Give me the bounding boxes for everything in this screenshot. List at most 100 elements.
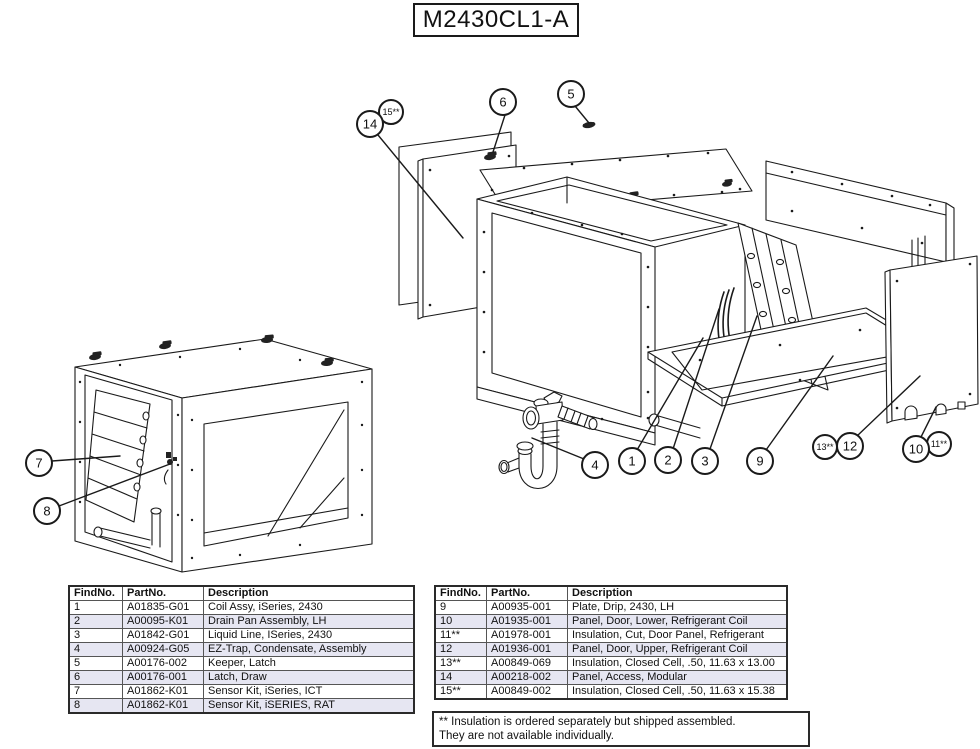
part-cell: A01935-001 (486, 614, 568, 629)
part-cell: A01862-K01 (122, 684, 204, 699)
part-cell: A00218-002 (486, 670, 568, 685)
column-header: Description (203, 585, 415, 601)
callout-label: 7 (35, 456, 42, 471)
part-cell: 12 (434, 642, 487, 657)
part-cell: 8 (68, 698, 123, 714)
part-cell: Plate, Drip, 2430, LH (567, 600, 788, 615)
part-cell: 7 (68, 684, 123, 699)
part-cell: 15** (434, 684, 487, 700)
part-cell: A00176-002 (122, 656, 204, 671)
table-header-row: FindNo.PartNo.Description (434, 585, 788, 601)
insulation-note-line1: ** Insulation is ordered separately but … (439, 716, 736, 728)
part-cell: Sensor Kit, iSERIES, RAT (203, 698, 415, 714)
drawing-number-box: M2430CL1-A (413, 3, 579, 37)
callout-label: 2 (664, 453, 671, 468)
part-cell: A00849-069 (486, 656, 568, 671)
part-cell: Panel, Access, Modular (567, 670, 788, 685)
callout-label: 10 (909, 442, 923, 457)
assembled-unit-drawing (74, 334, 373, 573)
part-cell: A00924-G05 (122, 642, 204, 657)
callout-label: 13** (816, 442, 834, 452)
part-cell: Panel, Door, Lower, Refrigerant Coil (567, 614, 788, 629)
part-cell: Sensor Kit, iSeries, ICT (203, 684, 415, 699)
callout-3: 3 (691, 447, 719, 475)
part-cell: Drain Pan Assembly, LH (203, 614, 415, 629)
part-cell: A01862-K01 (122, 698, 204, 714)
callout-14: 14 (356, 110, 384, 138)
callout-5: 5 (557, 80, 585, 108)
callout-label: 4 (591, 458, 598, 473)
callout-8: 8 (33, 497, 61, 525)
callout-label: 11** (931, 439, 948, 449)
part-cell: 1 (68, 600, 123, 615)
part-cell: Liquid Line, ISeries, 2430 (203, 628, 415, 643)
part-cell: Coil Assy, iSeries, 2430 (203, 600, 415, 615)
part-cell: Insulation, Closed Cell, .50, 11.63 x 13… (567, 656, 788, 671)
part-cell: A01835-G01 (122, 600, 204, 615)
part-cell: A00849-002 (486, 684, 568, 700)
insulation-note: ** Insulation is ordered separately but … (432, 711, 810, 747)
part-cell: Panel, Door, Upper, Refrigerant Coil (567, 642, 788, 657)
column-header: PartNo. (122, 585, 204, 601)
callout-13: 13** (812, 434, 838, 460)
part-cell: 10 (434, 614, 487, 629)
part-cell: A01936-001 (486, 642, 568, 657)
part-cell: 3 (68, 628, 123, 643)
exploded-view-diagram: 15** 14 6 5 7 8 4 1 (25, 80, 979, 573)
part-cell: 6 (68, 670, 123, 685)
part-cell: 14 (434, 670, 487, 685)
callout-label: 14 (363, 117, 377, 132)
callout-12: 12 (836, 432, 864, 460)
insulation-note-line2: They are not available individually. (439, 730, 614, 742)
part-cell: 11** (434, 628, 487, 643)
callout-15: 15** (378, 99, 404, 125)
part-cell: A00935-001 (486, 600, 568, 615)
column-header: Description (567, 585, 788, 601)
ez-trap-drawing (498, 391, 598, 490)
callout-label: 5 (567, 87, 574, 102)
part-cell: Insulation, Closed Cell, .50, 11.63 x 15… (567, 684, 788, 700)
callout-label: 12 (843, 439, 857, 454)
lower-door-panel-drawing (884, 235, 979, 424)
latch-keeper-icon (582, 121, 596, 129)
callout-2: 2 (654, 446, 682, 474)
callout-label: 8 (43, 504, 50, 519)
callout-7: 7 (25, 449, 53, 477)
callout-4: 4 (581, 451, 609, 479)
column-header: FindNo. (434, 585, 487, 601)
sensor-icon (166, 452, 177, 465)
column-header: PartNo. (486, 585, 568, 601)
callout-label: 15** (382, 107, 400, 117)
callout-label: 9 (756, 454, 763, 469)
column-header: FindNo. (68, 585, 123, 601)
callout-1: 1 (618, 447, 646, 475)
part-cell: A01842-G01 (122, 628, 204, 643)
callout-11: 11** (926, 431, 952, 457)
part-cell: Insulation, Cut, Door Panel, Refrigerant (567, 628, 788, 643)
part-cell: A01978-001 (486, 628, 568, 643)
part-cell: Latch, Draw (203, 670, 415, 685)
part-cell: Keeper, Latch (203, 656, 415, 671)
part-cell: 5 (68, 656, 123, 671)
callout-label: 6 (499, 95, 506, 110)
callout-label: 1 (628, 454, 635, 469)
part-cell: 13** (434, 656, 487, 671)
table-header-row: FindNo.PartNo.Description (68, 585, 415, 601)
part-cell: 9 (434, 600, 487, 615)
callout-6: 6 (489, 88, 517, 116)
